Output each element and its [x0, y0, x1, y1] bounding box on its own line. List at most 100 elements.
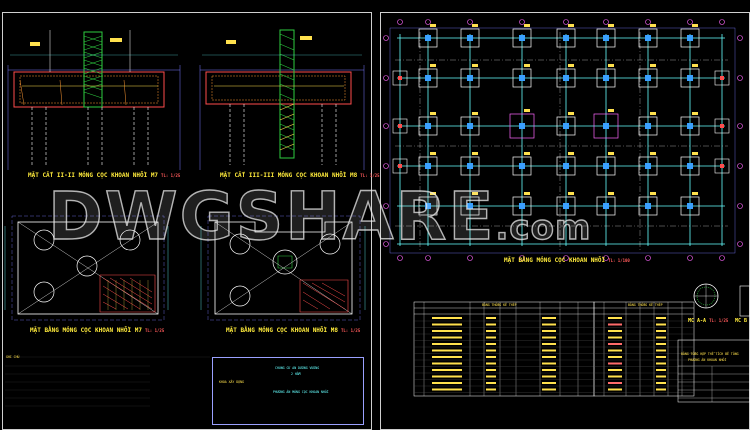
notes-heading: GHI CHÚ — [6, 355, 20, 359]
column — [720, 124, 724, 128]
grid-marker — [645, 19, 651, 25]
table-cell-value — [542, 362, 556, 365]
rebar-shape — [432, 382, 462, 384]
column — [563, 35, 569, 41]
pile-cap — [680, 28, 700, 48]
rebar-shape — [608, 343, 622, 345]
cap-tag — [524, 64, 530, 67]
grid-marker — [737, 75, 743, 81]
table-cell-value — [656, 317, 666, 319]
pile-cap — [556, 156, 576, 176]
column — [519, 203, 525, 209]
cap-tag — [650, 192, 656, 195]
cap-tag — [568, 64, 574, 67]
pile-cap — [556, 68, 576, 88]
table-cell-value — [486, 382, 496, 384]
grid-marker — [603, 255, 609, 261]
cap-tag — [692, 192, 698, 195]
table-cell-value — [486, 343, 496, 345]
pile-cap — [418, 196, 438, 216]
cap-tag — [650, 152, 656, 155]
pile-cap — [460, 28, 480, 48]
cap-tag — [430, 192, 436, 195]
rebar-shape — [608, 323, 622, 326]
pile-cap — [714, 70, 730, 86]
table-cell-value — [486, 330, 496, 332]
table-cell-value — [486, 369, 496, 371]
rebar-shape — [432, 330, 462, 332]
rebar-shape — [608, 330, 622, 332]
cap-tag — [524, 24, 530, 27]
grid-marker — [383, 35, 389, 41]
title-block-floors: 2 HẦM — [291, 372, 301, 376]
column — [645, 123, 651, 129]
pile-cap — [418, 28, 438, 48]
column — [467, 123, 473, 129]
steel-table-1 — [413, 301, 595, 397]
title-block-project: CHUNG CƯ AN DƯƠNG VƯƠNG — [275, 366, 320, 370]
cap-tag — [608, 109, 614, 112]
pile-cap — [512, 68, 532, 88]
pile-cap — [512, 28, 532, 48]
column — [425, 75, 431, 81]
table-cell-value — [542, 375, 556, 378]
column — [398, 124, 402, 128]
section-m8-drawing — [199, 29, 365, 170]
steel-table-1-rows — [414, 317, 594, 393]
pile-cap — [638, 196, 658, 216]
cap-tag — [472, 112, 478, 115]
column — [467, 35, 473, 41]
cap-tag — [650, 24, 656, 27]
cap-tag — [524, 192, 530, 195]
pile-cap — [512, 196, 532, 216]
grid-marker — [563, 255, 569, 261]
rebar-shape — [608, 317, 622, 319]
cap-tag — [430, 64, 436, 67]
drawing-sheet-right — [380, 12, 750, 430]
grid-marker — [397, 19, 403, 25]
grid-marker — [383, 241, 389, 247]
table-cell-value — [486, 375, 496, 378]
cap-tag — [608, 64, 614, 67]
main-foundation-plan — [389, 27, 736, 254]
column — [645, 203, 651, 209]
grid-marker — [383, 123, 389, 129]
column — [519, 123, 525, 129]
pile-cap — [512, 156, 532, 176]
column — [467, 203, 473, 209]
table-cell-value — [656, 330, 666, 332]
table-cell-value — [542, 356, 556, 358]
table-cell-value — [486, 317, 496, 319]
grid-marker — [603, 19, 609, 25]
grid-marker — [383, 75, 389, 81]
grid-marker — [467, 255, 473, 261]
pile-cap — [680, 156, 700, 176]
grid-marker — [397, 255, 403, 261]
table-cell-value — [656, 375, 666, 378]
column — [603, 203, 609, 209]
table-cell-value — [542, 388, 556, 391]
rebar-shape — [432, 317, 462, 319]
summary-table-subtitle: PHƯƠNG ÁN KHOAN NHỒI — [688, 358, 727, 362]
column — [603, 163, 609, 169]
grid-marker — [737, 203, 743, 209]
rebar-shape — [432, 343, 462, 345]
grid-marker — [425, 255, 431, 261]
pile-cap — [418, 116, 438, 136]
pile-cap — [392, 158, 408, 174]
rebar-shape — [432, 323, 462, 326]
watermark-logo: DWGSHARE.com — [47, 177, 592, 255]
column — [398, 76, 402, 80]
table-cell-value — [656, 388, 666, 391]
grid-marker — [383, 163, 389, 169]
cap-tag — [472, 64, 478, 67]
grid-marker — [383, 203, 389, 209]
cap-tag — [430, 24, 436, 27]
steel-table-2-rows — [594, 317, 694, 393]
pile-cap — [680, 116, 700, 136]
